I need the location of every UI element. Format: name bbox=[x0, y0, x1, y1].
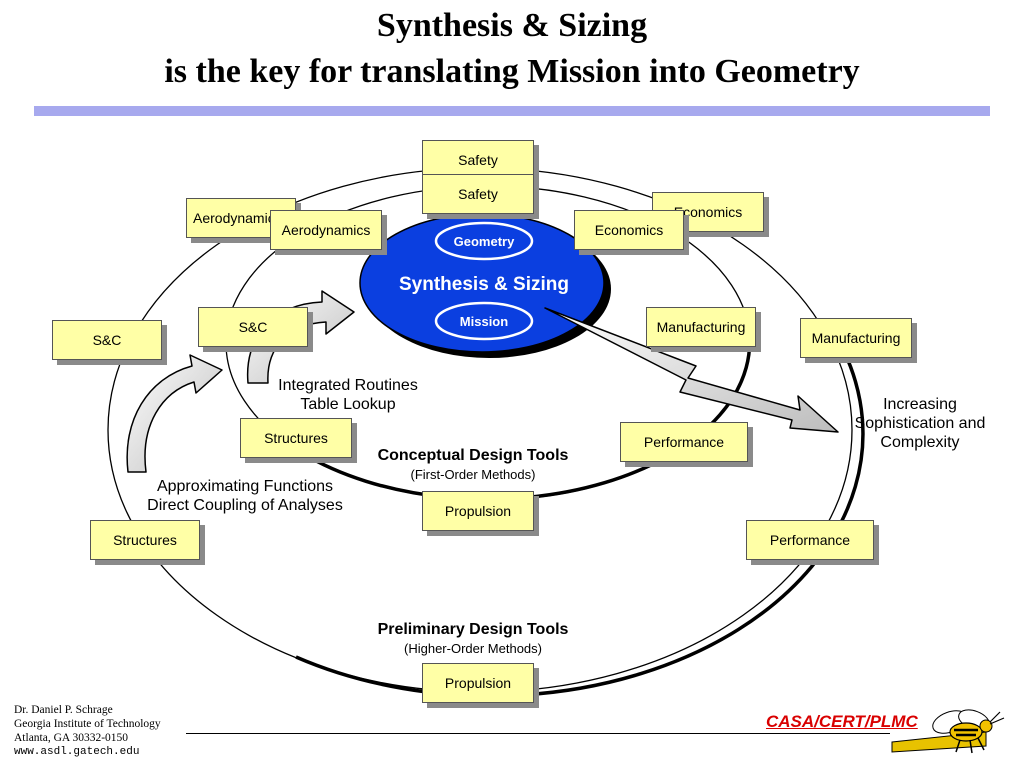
yellow-jacket-logo-icon bbox=[891, 709, 1005, 754]
preliminary-tools-subtitle: (Higher-Order Methods) bbox=[404, 641, 542, 656]
geometry-oval bbox=[434, 221, 534, 261]
inner-box-propulsion: Propulsion bbox=[422, 491, 534, 531]
outer-economics-label: Economics bbox=[673, 204, 743, 220]
casa-logo-text: CASA/CERT/PLMC bbox=[766, 712, 918, 731]
outer-aerodynamics-label: Aerodynamics bbox=[193, 210, 282, 226]
inner-box-economics: Economics bbox=[574, 210, 684, 250]
footer-institution: Georgia Institute of Technology bbox=[14, 718, 161, 730]
outer-propulsion-label: Propulsion bbox=[444, 675, 512, 691]
inner-propulsion-label: Propulsion bbox=[444, 503, 512, 519]
approximating-line2: Direct Coupling of Analyses bbox=[147, 497, 343, 514]
outer-box-propulsion: Propulsion bbox=[422, 663, 534, 703]
increasing-line2: Sophistication and bbox=[854, 415, 986, 432]
increasing-line1: Increasing bbox=[883, 396, 957, 413]
author-footer: Dr. Daniel P. Schrage Georgia Institute … bbox=[14, 703, 161, 759]
core-ellipse bbox=[359, 213, 605, 353]
integrated-routines-line1: Integrated Routines bbox=[278, 377, 418, 394]
outer-box-safety: Safety bbox=[422, 140, 534, 180]
increasing-complexity-label: Increasing Sophistication and Complexity bbox=[842, 395, 998, 452]
integrated-routines-line2: Table Lookup bbox=[300, 396, 396, 413]
inner-box-safety: Safety bbox=[422, 174, 534, 214]
approximating-line1: Approximating Functions bbox=[156, 478, 334, 495]
increasing-line3: Complexity bbox=[880, 434, 960, 451]
inner-performance-label: Performance bbox=[643, 434, 725, 450]
inner-structures-label: Structures bbox=[264, 430, 328, 446]
outer-box-performance: Performance bbox=[746, 520, 874, 560]
outer-manufacturing-label: Manufacturing bbox=[811, 330, 901, 346]
curved-arrow-outer bbox=[126, 354, 223, 473]
outer-performance-label: Performance bbox=[769, 532, 851, 548]
footer-address: Atlanta, GA 30332-0150 bbox=[14, 732, 129, 744]
preliminary-tools-title: Preliminary Design Tools bbox=[377, 621, 569, 638]
outer-safety-label: Safety bbox=[458, 152, 498, 168]
inner-economics-label: Economics bbox=[594, 222, 664, 238]
footer-rule bbox=[186, 733, 890, 734]
approximating-functions-label: Approximating Functions Direct Coupling … bbox=[122, 477, 368, 515]
outer-box-structures: Structures bbox=[90, 520, 200, 560]
conceptual-tools-subtitle: (First-Order Methods) bbox=[410, 467, 536, 482]
synthesis-label: Synthesis & Sizing bbox=[399, 274, 569, 295]
footer-author: Dr. Daniel P. Schrage bbox=[14, 704, 113, 716]
inner-sc-label: S&C bbox=[238, 319, 268, 335]
outer-box-manufacturing: Manufacturing bbox=[800, 318, 912, 358]
geometry-label: Geometry bbox=[454, 234, 515, 249]
inner-aerodynamics-label: Aerodynamics bbox=[281, 222, 371, 238]
outer-structures-label: Structures bbox=[113, 532, 177, 548]
inner-box-sc: S&C bbox=[198, 307, 308, 347]
title-underline bbox=[34, 106, 990, 116]
slide-title-line2: is the key for translating Mission into … bbox=[164, 53, 860, 90]
inner-box-aerodynamics: Aerodynamics bbox=[270, 210, 382, 250]
conceptual-ellipse-thick-arc bbox=[301, 319, 752, 501]
outer-sc-label: S&C bbox=[92, 332, 122, 348]
footer-url: www.asdl.gatech.edu bbox=[14, 746, 140, 758]
slide-title-line1: Synthesis & Sizing bbox=[376, 7, 648, 44]
outer-box-sc: S&C bbox=[52, 320, 162, 360]
mission-label: Mission bbox=[460, 314, 508, 329]
inner-box-performance: Performance bbox=[620, 422, 748, 462]
conceptual-tools-title: Conceptual Design Tools bbox=[377, 447, 569, 464]
inner-safety-label: Safety bbox=[458, 186, 498, 202]
zigzag-arrow bbox=[544, 307, 839, 433]
inner-box-structures: Structures bbox=[240, 418, 352, 458]
inner-manufacturing-label: Manufacturing bbox=[656, 319, 746, 335]
mission-oval bbox=[434, 301, 534, 341]
integrated-routines-label: Integrated Routines Table Lookup bbox=[248, 376, 448, 414]
inner-box-manufacturing: Manufacturing bbox=[646, 307, 756, 347]
